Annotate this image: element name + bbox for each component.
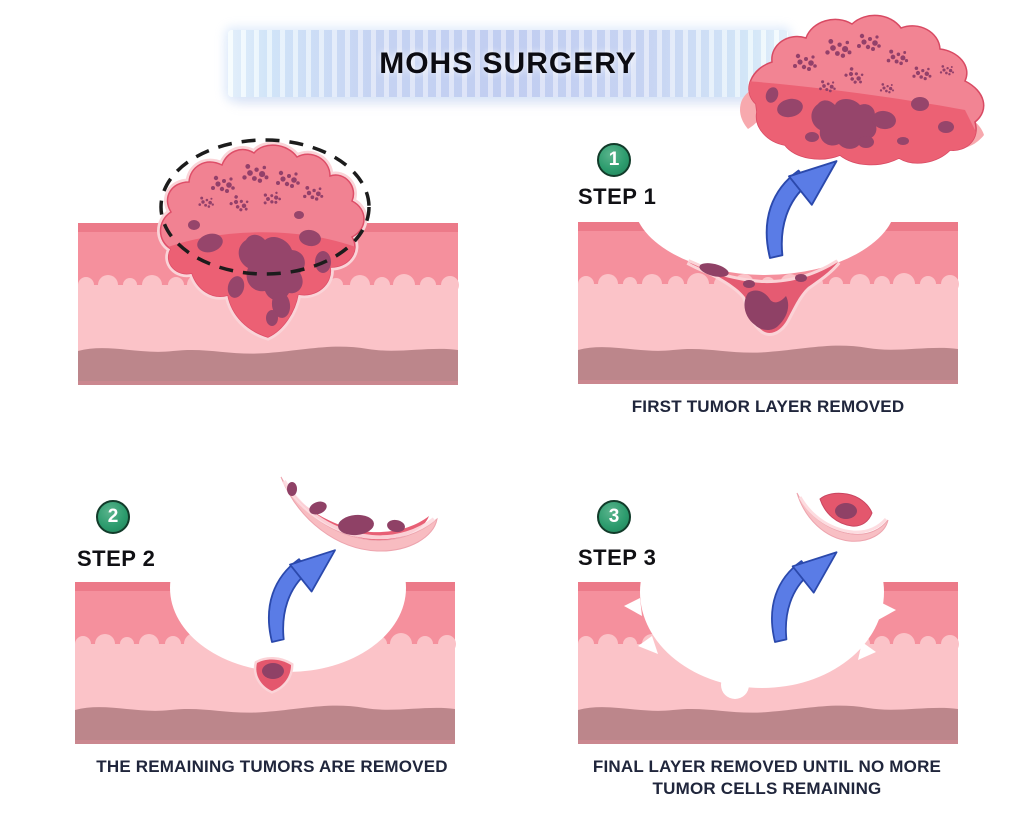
step-1-number-badge: 1: [597, 143, 631, 177]
panel-step-2: [75, 476, 456, 744]
step-3-caption: FINAL LAYER REMOVED UNTIL NO MORE TUMOR …: [592, 757, 942, 799]
step-1-caption: FIRST TUMOR LAYER REMOVED: [631, 397, 905, 416]
panel-step-1: [578, 14, 985, 384]
excision-crater: [624, 496, 896, 699]
step-3-number-badge: 3: [597, 500, 631, 534]
excision-margin-outline: [159, 138, 371, 276]
tumor-nests: [188, 211, 331, 326]
remaining-tumor: [686, 259, 841, 336]
step-1-label: STEP 1: [578, 184, 657, 209]
excised-tumor-layer: [280, 476, 438, 552]
remaining-tumor: [253, 657, 294, 694]
panel-step-3: [578, 492, 959, 744]
step-2-number-badge: 2: [96, 500, 130, 534]
tumor-nests: [765, 87, 954, 149]
panel-tumor-before-surgery: [78, 138, 459, 385]
title-banner: MOHS SURGERY: [228, 30, 788, 97]
step-3-number: 3: [608, 506, 620, 527]
step-2-number: 2: [107, 506, 119, 527]
step-3-label: STEP 3: [578, 545, 657, 570]
excised-tumor-layer: [740, 14, 985, 166]
step-2-label: STEP 2: [77, 546, 156, 571]
page-title: MOHS SURGERY: [379, 46, 637, 80]
step-1-number: 1: [608, 149, 620, 170]
step-2-caption: THE REMAINING TUMORS ARE REMOVED: [96, 757, 448, 776]
excised-tumor-layer: [796, 492, 889, 542]
